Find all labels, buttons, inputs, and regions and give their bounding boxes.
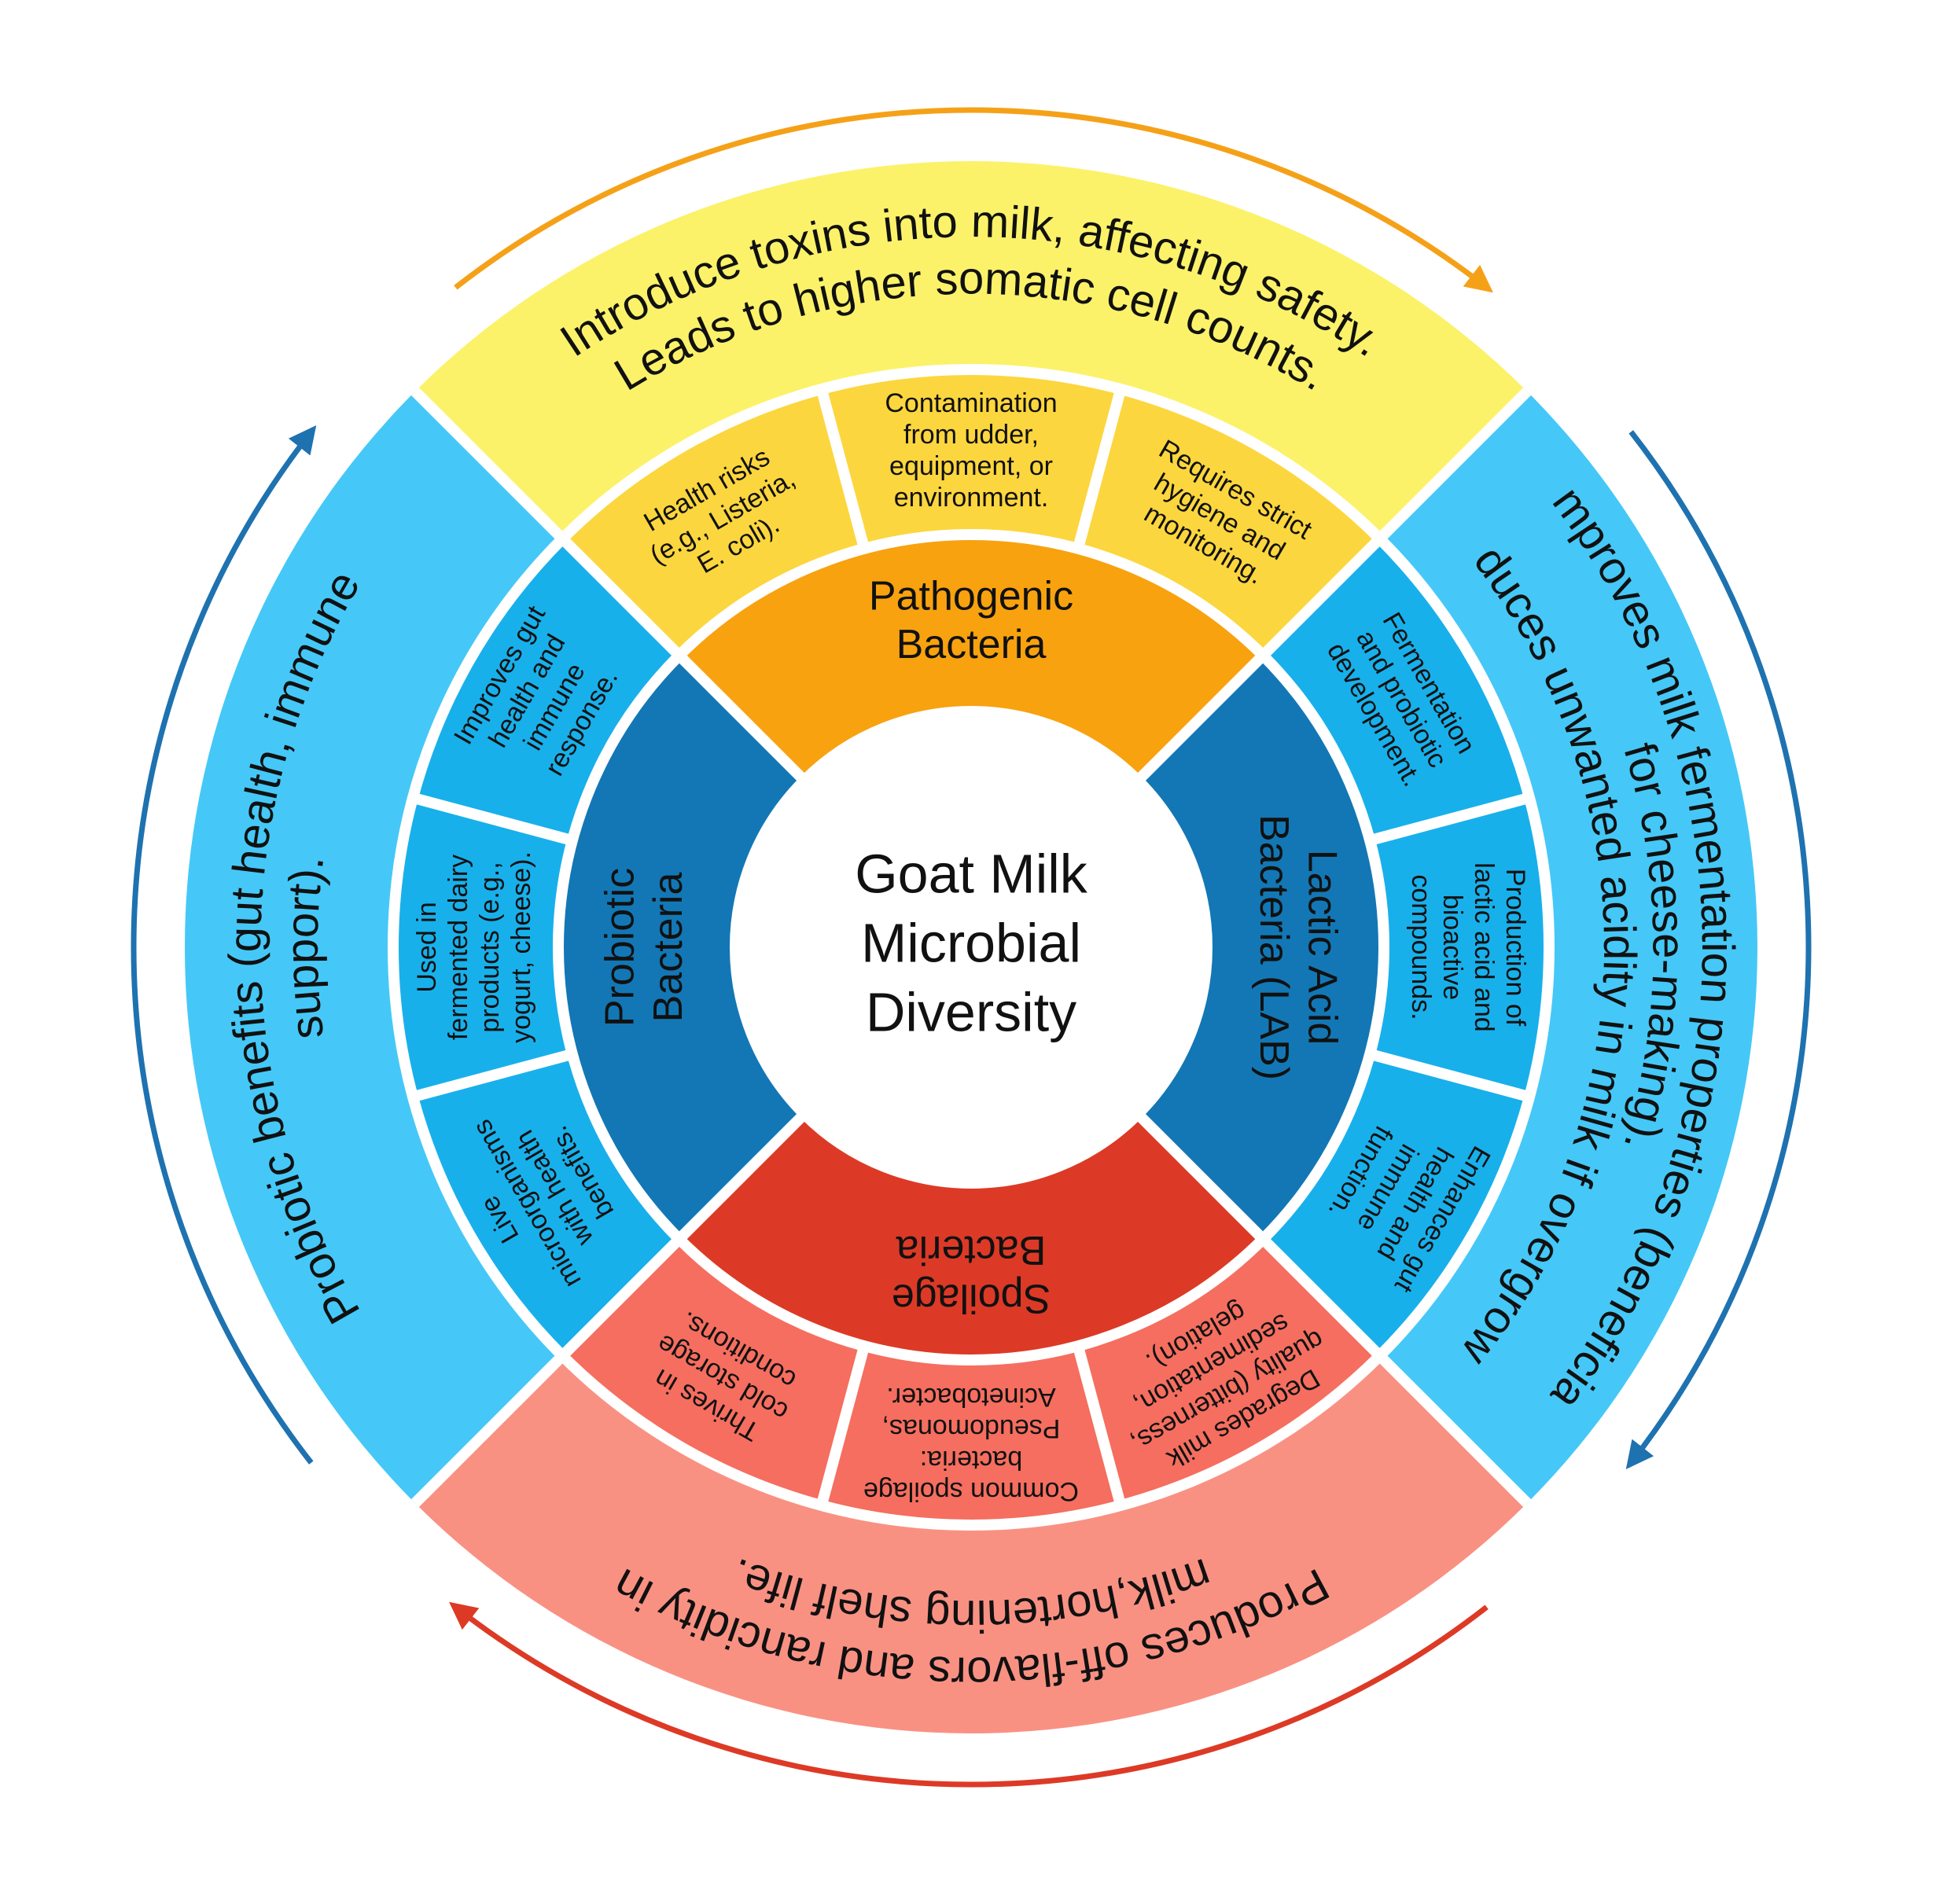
lactic-detail-cell [1263,538,1529,841]
probiotic-category-label-line: Bacteria [646,873,691,1023]
quadrant-divider [1134,1110,1532,1508]
pathogenic-category-label-line: Bacteria [896,622,1047,667]
probiotic-detail-cell [392,797,572,1097]
spoilage-detail-text: Common spoilagebacteria:Pseudomonas,Acin… [863,1382,1079,1506]
pathogenic-detail-text-line: equipment, or [889,451,1053,481]
probiotic-outer-text: support). [277,852,334,1042]
pathogenic-detail-cell [1077,389,1380,656]
probiotic-outer-band [184,391,563,1504]
spoilage-outer-band [414,1355,1528,1734]
pathogenic-detail-cell [821,369,1121,549]
center-title-line: Microbial [861,912,1081,973]
cell-divider [1073,388,1126,550]
cell-divider [411,792,574,846]
lactic-detail-cell [1263,1053,1529,1356]
pathogenic-cycle-arrow [454,107,1493,293]
spoilage-detail-text-line: Common spoilage [863,1476,1079,1506]
cell-divider [1368,792,1531,846]
lactic-detail-text-line: bioactive [1437,895,1467,1000]
spoilage-cycle-arrow [449,1601,1489,1788]
lactic-detail-text-line: compounds. [1406,874,1436,1020]
ring-divider [388,364,1555,1531]
cell-divider [1368,1049,1531,1102]
pathogenic-detail-cell [562,389,865,656]
center-title-line: Goat Milk [855,843,1088,904]
spoilage-detail-cell [1077,1239,1380,1505]
lactic-cycle-arrow [1625,430,1812,1469]
lactic-category-label-line: Lactic Acid [1299,850,1345,1046]
pathogenic-detail-text-line: Contamination [885,388,1057,418]
center-circle [730,706,1213,1189]
lactic-category-band [1138,655,1384,1240]
pathogenic-outer-band [414,160,1528,539]
probiotic-category-band [558,655,804,1240]
quadrant-divider [410,1110,808,1508]
lactic-detail-text-line: lactic acid and [1469,862,1499,1031]
spoilage-category-band [679,1114,1264,1361]
probiotic-category-label-line: Probiotic [598,868,643,1027]
quadrant-divider [410,387,808,785]
spoilage-category-label-line: Bacteria [896,1227,1047,1273]
cell-divider [1073,1344,1126,1507]
lactic-outer-band [1379,391,1757,1504]
quadrant-divider [1134,387,1532,785]
lactic-category-label-line: Bacteria (LAB) [1251,814,1297,1080]
ring-divider [553,529,1389,1366]
wheel-rings [184,160,1757,1734]
spoilage-detail-text-line: Acinetobacter. [886,1382,1055,1412]
probiotic-detail-text-line: yogurt, cheese). [506,851,536,1043]
probiotic-detail-text-line: fermented dairy [443,855,473,1040]
spoilage-detail-text-line: bacteria: [920,1445,1022,1475]
probiotic-detail-cell [413,1053,679,1356]
spoilage-detail-cell [821,1346,1121,1525]
cell-divider [816,1344,870,1507]
probiotic-detail-text-line: products (e.g., [475,862,505,1032]
spoilage-category-label-line: Spoilage [892,1275,1051,1321]
probiotic-cycle-arrow [131,425,317,1465]
cell-divider [816,388,870,550]
spoilage-detail-text-line: Pseudomonas, [882,1413,1061,1443]
cycle-arrows [131,107,1812,1788]
probiotic-detail-cell [413,538,679,841]
lactic-detail-text-line: Production of [1500,869,1530,1027]
probiotic-detail-text-line: Used in [412,902,442,992]
center-title-line: Diversity [866,981,1076,1042]
cell-divider [411,1049,574,1102]
lactic-detail-cell [1370,797,1549,1097]
pathogenic-category-band [679,535,1264,781]
pathogenic-detail-text-line: environment. [894,483,1049,513]
pathogenic-detail-text-line: from udder, [903,420,1039,450]
spoilage-detail-cell [562,1239,865,1505]
pathogenic-category-label-line: Pathogenic [869,574,1073,619]
